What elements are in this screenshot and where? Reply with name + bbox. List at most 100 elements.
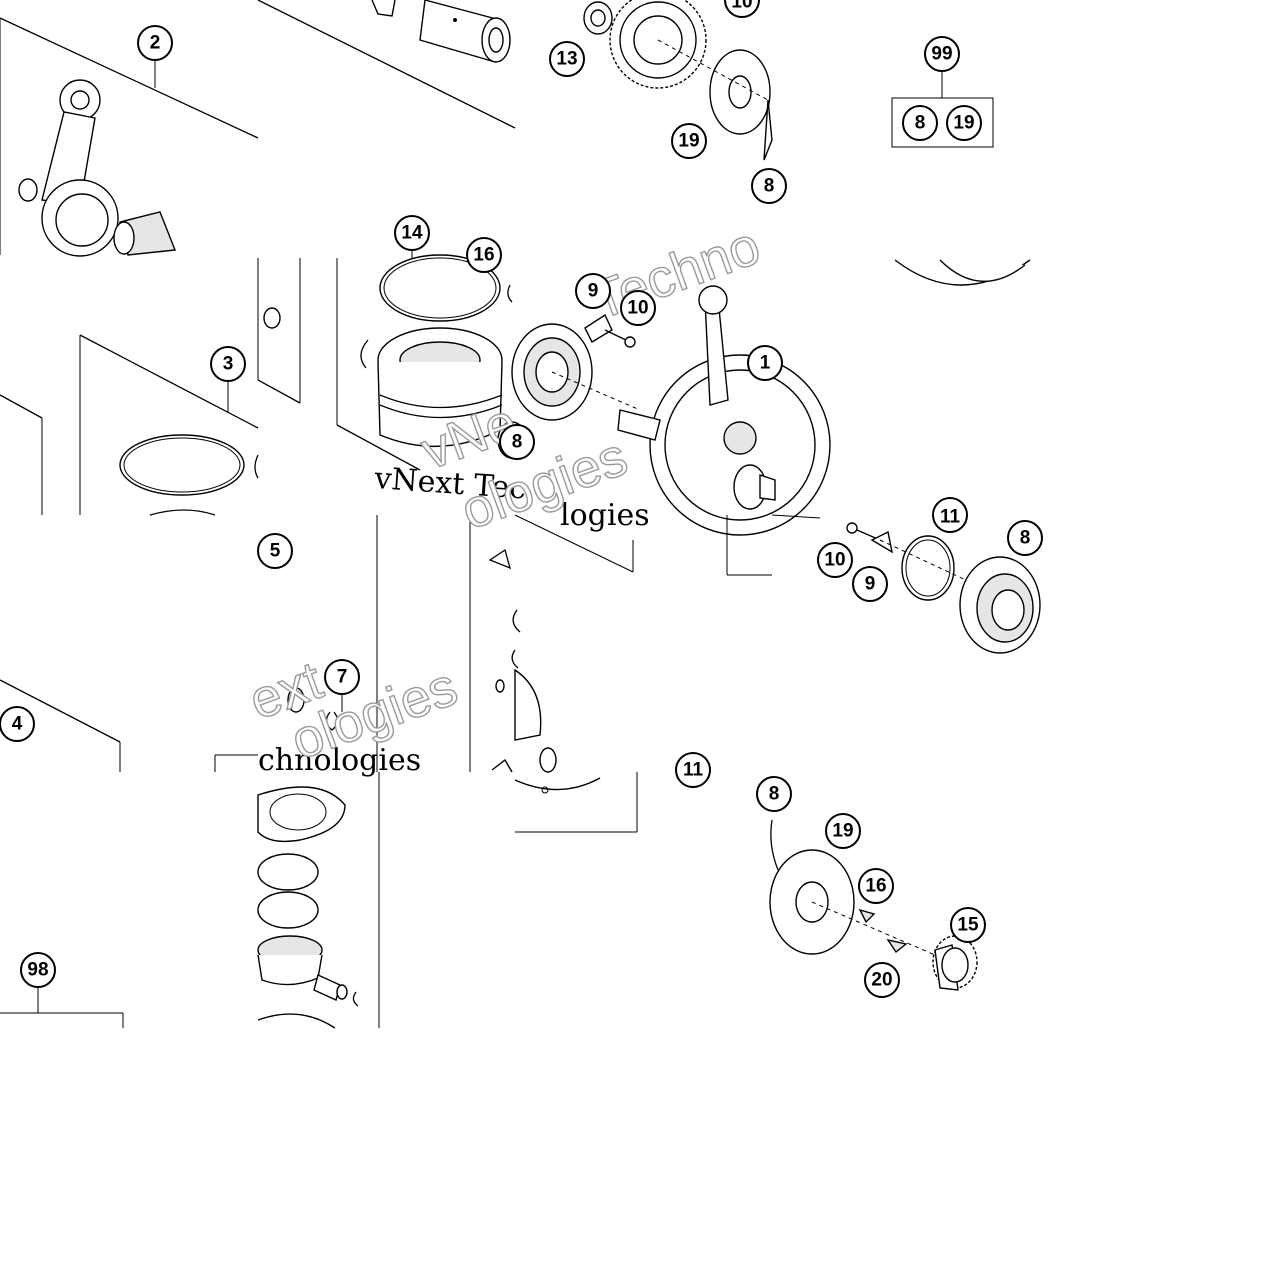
- callout-10: 10: [724, 0, 760, 18]
- callout-1: 1: [747, 345, 783, 381]
- svg-text:15: 15: [957, 915, 979, 936]
- piston-part: [377, 327, 503, 447]
- piston-pin-part: [419, 0, 511, 63]
- lock-tab-part: [870, 530, 893, 554]
- svg-text:8: 8: [764, 176, 775, 197]
- callout-10-bolt: 10: [817, 542, 853, 578]
- tile-piston-ring: [0, 334, 259, 516]
- tile-cylinder: [469, 514, 772, 773]
- callout-13: 13: [549, 41, 585, 77]
- callout-19-washer: 19: [825, 813, 861, 849]
- svg-text:7: 7: [337, 667, 348, 688]
- svg-text:8: 8: [1020, 528, 1031, 549]
- svg-text:4: 4: [12, 714, 23, 735]
- svg-text:5: 5: [270, 541, 281, 562]
- callout-11-bearing: 11: [932, 497, 968, 533]
- svg-text:8: 8: [915, 113, 926, 134]
- svg-text:10: 10: [627, 298, 648, 319]
- watermark-text-2: logies: [560, 498, 650, 533]
- tile-timing-gear: [769, 819, 978, 991]
- svg-text:2: 2: [150, 33, 161, 54]
- svg-text:8: 8: [769, 784, 780, 805]
- tile-connecting-rod: [0, 17, 259, 257]
- svg-text:10: 10: [824, 550, 845, 571]
- callout-kit-8: 8: [902, 105, 938, 141]
- tile-kit-98: [0, 988, 124, 1028]
- callout-3: 3: [210, 346, 246, 382]
- callout-9-tab: 9: [852, 566, 888, 602]
- bearing-small-part: [583, 1, 613, 35]
- callout-2: 2: [137, 25, 173, 61]
- callout-kit-19: 19: [946, 105, 982, 141]
- tile-gasket-set: [257, 772, 380, 1029]
- callout-8-bearing: 8: [499, 424, 535, 460]
- tile-balancer-gear: [583, 0, 773, 161]
- svg-text:98: 98: [27, 960, 48, 981]
- svg-text:19: 19: [678, 131, 699, 152]
- gear-part: [609, 0, 707, 89]
- callout-98: 98: [20, 952, 56, 988]
- callout-8-large-bearing: 8: [1007, 520, 1043, 556]
- head-gasket-part: [257, 786, 346, 843]
- tile-base-gasket: [514, 772, 638, 833]
- callout-19: 19: [671, 123, 707, 159]
- callout-14: 14: [394, 215, 430, 251]
- svg-text:9: 9: [865, 574, 876, 595]
- callout-15: 15: [950, 907, 986, 943]
- watermark-text-4: Techno: [584, 215, 768, 331]
- callout-16-key: 16: [858, 868, 894, 904]
- svg-text:1: 1: [760, 353, 771, 374]
- svg-text:9: 9: [588, 281, 599, 302]
- svg-text:3: 3: [223, 354, 234, 375]
- clip-part: [263, 307, 281, 329]
- callout-labels: 2 13 19 8 10 99 8 19 14 16 9 10 1 3 8 5 …: [0, 0, 1043, 998]
- svg-text:20: 20: [871, 970, 892, 991]
- callout-8-washer: 8: [756, 776, 792, 812]
- svg-text:11: 11: [683, 760, 704, 781]
- tile-crankshaft: [511, 285, 831, 536]
- callout-11: 11: [675, 752, 711, 788]
- svg-text:13: 13: [556, 49, 577, 70]
- bolt-part: [846, 522, 881, 541]
- tile-gasket-kit: [0, 679, 258, 772]
- callout-9: 9: [575, 273, 611, 309]
- svg-text:11: 11: [940, 507, 961, 528]
- svg-text:16: 16: [865, 876, 886, 897]
- tile-piston: [257, 250, 527, 471]
- svg-text:19: 19: [953, 113, 974, 134]
- svg-text:99: 99: [931, 44, 952, 65]
- callout-20: 20: [864, 962, 900, 998]
- watermark-text-3: chnologies: [258, 743, 421, 778]
- svg-text:14: 14: [401, 223, 423, 244]
- svg-text:8: 8: [512, 432, 523, 453]
- lock-plate-part: [584, 313, 636, 348]
- bearing-large-part: [959, 556, 1041, 654]
- callout-5: 5: [257, 533, 293, 569]
- woodruff-key-part: [858, 908, 876, 924]
- callout-4: 4: [0, 706, 35, 742]
- callout-99: 99: [924, 36, 960, 72]
- base-gasket-part: [514, 777, 601, 791]
- tile-kit-99: [891, 72, 1031, 286]
- small-bushing-part: [18, 178, 38, 202]
- crankshaft-part: [617, 285, 831, 536]
- callout-8: 8: [751, 168, 787, 204]
- callout-7: 7: [324, 659, 360, 695]
- svg-text:16: 16: [473, 245, 494, 266]
- pin-clip-part: [371, 0, 396, 17]
- ring-part: [119, 434, 245, 496]
- tile-piston-pin: [257, 0, 516, 129]
- shim-part: [901, 535, 955, 601]
- svg-text:19: 19: [832, 821, 853, 842]
- big-end-bearing-part: [113, 211, 176, 256]
- connecting-rod-part: [41, 79, 119, 257]
- tile-clips: [287, 515, 378, 772]
- top-ring-part: [379, 254, 501, 322]
- small-piston-part: [257, 935, 323, 986]
- tile-main-bearing: [771, 514, 1041, 654]
- svg-text:10: 10: [731, 0, 752, 13]
- callout-10-crank: 10: [620, 290, 656, 326]
- callout-16: 16: [466, 237, 502, 273]
- timing-sprocket-part: [932, 935, 978, 991]
